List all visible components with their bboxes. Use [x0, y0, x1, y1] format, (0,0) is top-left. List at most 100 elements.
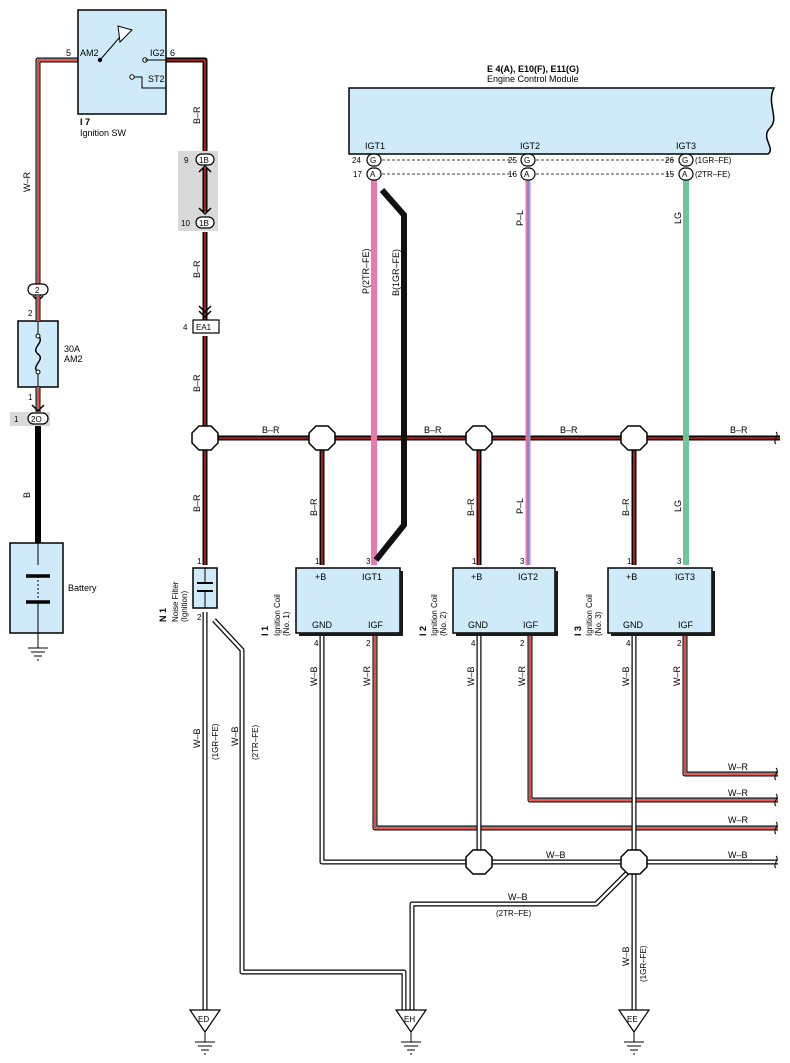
noise-filter: 1 2 N 1 Noise Filter (Ignition)	[158, 557, 218, 622]
c1b-top-label: 1B	[199, 156, 209, 165]
ecm-igt1-pin-a: 17	[353, 170, 362, 179]
coil2-name: Ignition Coil	[430, 594, 439, 636]
label-br-bus-1: B–R	[262, 425, 280, 435]
ignition-coil-1: +B IGT1 GND IGF 1 3 4 2 I 1 Ignition Coi…	[260, 557, 403, 648]
nf-sub: (Ignition)	[180, 591, 189, 622]
coil2-igt: IGT2	[518, 572, 538, 582]
battery-label: Battery	[68, 583, 97, 593]
label-wb-bus-2: W–B	[728, 850, 748, 860]
coil1-pin-b: 1	[315, 557, 320, 566]
ecm-igt2-pin-g: 25	[508, 156, 517, 165]
label-wr-out-2: W–R	[728, 788, 749, 798]
coil1-b: +B	[315, 572, 326, 582]
coil2-sub: (No. 2)	[439, 611, 448, 636]
label-wb-nf1: W–B	[192, 728, 202, 748]
label-br-c3: B–R	[621, 498, 631, 516]
ground-eh-label: EH	[404, 1015, 415, 1024]
label-wb-c3: W–B	[621, 666, 631, 686]
connector-2o: 2O 1	[10, 404, 50, 426]
ground-eh: EH	[394, 1009, 428, 1055]
ignition-coil-3: +B IGT3 GND IGF 1 3 4 2 I 3 Ignition Coi…	[573, 557, 715, 648]
coil2-b: +B	[471, 572, 482, 582]
ground-ed: ED	[188, 1009, 222, 1055]
coil2-pin-igt: 3	[520, 557, 525, 566]
nf-pin-top: 1	[197, 557, 202, 566]
coil3-pin-igf: 2	[677, 639, 682, 648]
wire-wr-left	[35, 57, 78, 284]
label-1gr-ee: (1GR–FE)	[639, 945, 648, 982]
label-2tr-nf: (2TR–FE)	[251, 725, 260, 760]
ea1-label: EA1	[196, 323, 212, 332]
coil3-code: I 3	[573, 626, 583, 636]
splice-junctions	[191, 425, 648, 875]
connector-1b: 1B 9 1B 10	[178, 151, 218, 231]
c2-label: 2	[35, 286, 40, 295]
label-wr-out-1: W–R	[728, 762, 749, 772]
sw-am2-label: AM2	[80, 48, 99, 58]
label-br-bus-4: B–R	[730, 425, 748, 435]
ecm-igt1-label: IGT1	[365, 141, 385, 151]
label-pl-2: P–L	[515, 498, 525, 514]
label-wr-c3: W–R	[672, 666, 682, 687]
sw-st2-label: ST2	[148, 74, 165, 84]
coil1-pin-igt: 3	[366, 557, 371, 566]
ground-ee-label: EE	[627, 1015, 638, 1024]
wire-igf-returns	[372, 634, 778, 831]
coil3-b: +B	[626, 572, 637, 582]
wire-gnd-wb	[319, 634, 778, 1010]
coil1-gnd: GND	[312, 620, 333, 630]
coil1-code: I 1	[260, 626, 270, 636]
ecm-igt2-conn-a: A	[524, 170, 530, 179]
ground-battery	[28, 647, 48, 661]
ecm-igt3-pin-g: 26	[665, 156, 674, 165]
label-b-battery: B	[22, 492, 32, 498]
label-wr-c2: W–R	[517, 666, 527, 687]
fuse-name: AM2	[64, 354, 83, 364]
ecm-igt2-conn-g: G	[524, 156, 530, 165]
ecm-igt3-label: IGT3	[676, 141, 696, 151]
ecm-igt2-pin-a: 16	[508, 170, 517, 179]
coil3-pin-gnd: 4	[626, 639, 631, 648]
ecm-igt3-conn-a: A	[682, 170, 688, 179]
nf-code: N 1	[158, 608, 168, 622]
ecm-igt3-conn-g: G	[682, 156, 688, 165]
label-wb-c2: W–B	[466, 666, 476, 686]
sw-ig2-label: IG2	[150, 48, 165, 58]
label-br-3: B–R	[192, 374, 202, 392]
label-1gr-nf: (1GR–FE)	[211, 723, 220, 760]
ecm-title: E 4(A), E10(F), E11(G)	[487, 64, 579, 74]
coil3-gnd: GND	[623, 620, 644, 630]
label-wb-ee: W–B	[621, 946, 631, 966]
label-wb-eh: W–B	[508, 892, 528, 902]
label-wb-bus-1: W–B	[546, 850, 566, 860]
wire-br-main	[166, 57, 208, 565]
coil3-igt: IGT3	[675, 572, 695, 582]
c1b-top-pin: 9	[184, 156, 189, 165]
fuse-am2: 30A AM2 1	[17, 320, 83, 402]
c2o-label: 2O	[31, 415, 42, 424]
ecm-igt3-note-g: (1GR–FE)	[695, 156, 732, 165]
label-lg-1: LG	[673, 212, 683, 224]
ignition-switch: AM2 IG2 ST2 5 6 I 7 Ignition SW	[66, 9, 175, 138]
coil2-igf: IGF	[523, 620, 539, 630]
ecm-igt3-note-a: (2TR–FE)	[695, 170, 730, 179]
coil2-code: I 2	[418, 626, 428, 636]
label-p-2tr: P(2TR–FE)	[361, 248, 371, 294]
ecm-igt1-conn-g: G	[370, 156, 376, 165]
label-2tr-eh: (2TR–FE)	[496, 909, 531, 918]
ecm-igt1-conn-a: A	[370, 170, 376, 179]
coil1-name: Ignition Coil	[273, 594, 282, 636]
coil3-sub: (No. 3)	[594, 611, 603, 636]
coil2-pin-gnd: 4	[471, 639, 476, 648]
nf-name: Noise Filter	[171, 581, 180, 622]
ecm-igt1-pin-g: 24	[352, 156, 361, 165]
label-wr-left: W–R	[22, 172, 32, 193]
coil1-igf: IGF	[368, 620, 384, 630]
ecm-igt3-pin-a: 15	[665, 170, 674, 179]
label-br-c1: B–R	[309, 498, 319, 516]
coil1-igt: IGT1	[362, 572, 382, 582]
c2-pin: 2	[28, 309, 33, 318]
coil1-pin-gnd: 4	[314, 639, 319, 648]
label-br-4: B–R	[192, 494, 202, 512]
